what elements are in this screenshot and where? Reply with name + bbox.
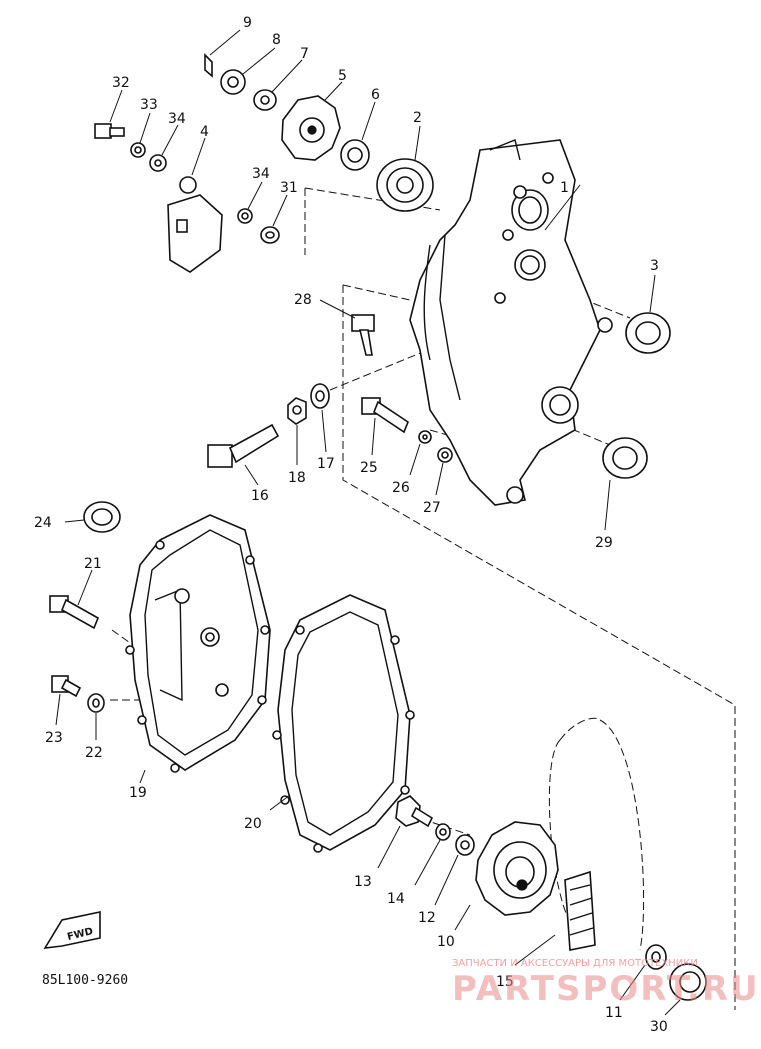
- label-5: 5: [338, 68, 347, 84]
- washer-part-22: [87, 693, 105, 740]
- label-15: 15: [496, 974, 514, 990]
- label-20: 20: [244, 816, 262, 832]
- oil-seal-part-3: [625, 274, 671, 354]
- label-32: 32: [112, 75, 130, 91]
- label-6: 6: [371, 87, 380, 103]
- label-3: 3: [650, 258, 659, 274]
- watermark-line1: ЗАПЧАСТИ И АКСЕССУАРЫ ДЛЯ МОТОТЕХНИКИ: [452, 958, 698, 969]
- sprocket-part-5: [281, 81, 343, 161]
- collar-part-11: [619, 944, 667, 1001]
- washer-part-26: [409, 430, 432, 476]
- diagram-code: 85L100-9260: [42, 973, 128, 988]
- watermark-line2: PARTSPORT.RU: [452, 969, 760, 1009]
- fitting-part-28: [319, 299, 375, 356]
- washer-part-34-upper: [149, 124, 179, 172]
- bearing-part-30: [664, 963, 707, 1016]
- label-7: 7: [300, 46, 309, 62]
- part-number-labels: 1 2 3 4 5 6 7 8 9 10 11 12 13 14 15 16 1…: [34, 15, 668, 1035]
- bolt-part-32: [94, 89, 125, 139]
- label-24: 24: [34, 515, 52, 531]
- fwd-arrow-icon: FWD: [43, 911, 101, 949]
- spacer-part-6: [340, 101, 376, 171]
- oil-seal-part-29: [602, 437, 648, 531]
- label-14: 14: [387, 891, 405, 907]
- gasket-part-20: [269, 594, 415, 853]
- label-34-upper: 34: [168, 111, 186, 127]
- label-34-lower: 34: [252, 166, 270, 182]
- label-16: 16: [251, 488, 269, 504]
- label-29: 29: [595, 535, 613, 551]
- washer-part-7: [253, 59, 303, 111]
- label-31: 31: [280, 180, 298, 196]
- washer-part-33: [130, 112, 151, 158]
- label-23: 23: [45, 730, 63, 746]
- label-22: 22: [85, 745, 103, 761]
- label-17: 17: [317, 456, 335, 472]
- bolt-part-25: [361, 397, 409, 456]
- washer-part-17: [310, 383, 330, 453]
- label-4: 4: [200, 124, 209, 140]
- bolt-part-21: [49, 569, 100, 630]
- guide-part-4: [167, 137, 223, 273]
- washer-part-34-lower: [237, 181, 263, 224]
- label-8: 8: [272, 32, 281, 48]
- label-13: 13: [354, 874, 372, 890]
- label-28: 28: [294, 292, 312, 308]
- housing-part-1: [409, 139, 613, 506]
- washer-part-31: [260, 194, 288, 244]
- bolt-part-23: [51, 675, 82, 726]
- label-1: 1: [560, 180, 569, 196]
- watermark: ЗАПЧАСТИ И АКСЕССУАРЫ ДЛЯ МОТОТЕХНИКИ PA…: [452, 958, 760, 1009]
- label-30: 30: [650, 1019, 668, 1035]
- pin-part-9: [204, 29, 241, 78]
- sprocket-part-10: [454, 821, 559, 931]
- label-9: 9: [243, 15, 252, 31]
- chain-part-15: [514, 870, 596, 966]
- nut-part-18: [287, 397, 307, 465]
- cover-part-19: [125, 514, 271, 784]
- label-10: 10: [437, 934, 455, 950]
- bearing-part-2: [376, 125, 434, 212]
- label-25: 25: [360, 460, 378, 476]
- bolt-part-16: [207, 423, 280, 486]
- label-19: 19: [129, 785, 147, 801]
- cap-part-24: [64, 501, 121, 533]
- label-18: 18: [288, 470, 306, 486]
- label-26: 26: [392, 480, 410, 496]
- washer-part-14: [414, 823, 451, 886]
- washer-part-12: [434, 834, 475, 906]
- label-11: 11: [605, 1005, 623, 1021]
- label-12: 12: [418, 910, 436, 926]
- label-33: 33: [140, 97, 158, 113]
- label-21: 21: [84, 556, 102, 572]
- bolt-part-13: [377, 795, 434, 869]
- collar-part-8: [220, 47, 276, 95]
- washer-part-27: [435, 447, 453, 496]
- label-27: 27: [423, 500, 441, 516]
- label-2: 2: [413, 110, 422, 126]
